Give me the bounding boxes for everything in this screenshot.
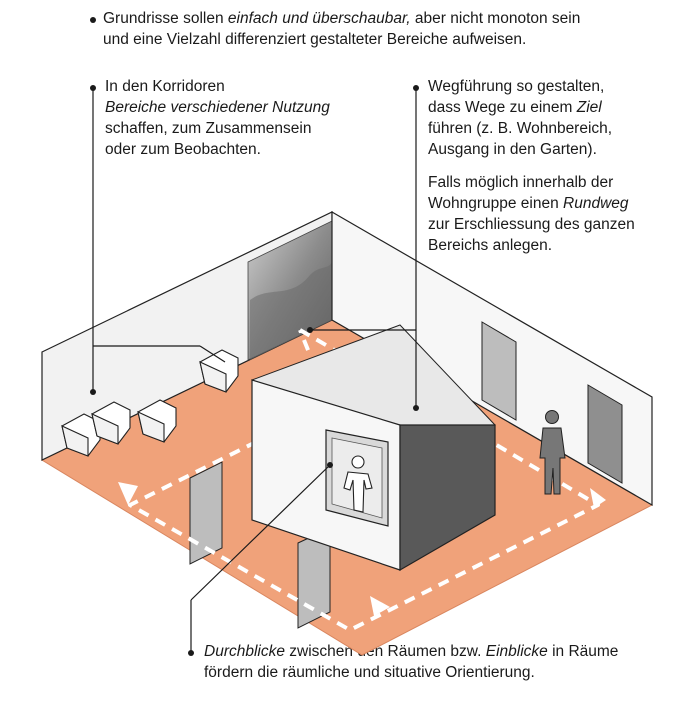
note-bottom-l2: fördern die räumliche und situative Orie… (204, 664, 535, 681)
route-arrow-right (590, 488, 606, 508)
note-right-p2l2b: Rundweg (563, 195, 629, 212)
person-in-window-icon (343, 455, 373, 513)
armchair-icon (91, 401, 131, 445)
note-right-p2l2a: Wohngruppe einen (428, 195, 564, 212)
note-right-l3: führen (z. B. Wohnbereich, (428, 120, 613, 137)
armchair-icon (137, 399, 177, 443)
note-right: Wegführung so gestalten, dass Wege zu ei… (428, 76, 678, 256)
door-right-1 (481, 321, 517, 421)
armchair-icon (61, 413, 101, 457)
door-right-2 (587, 384, 623, 484)
note-right-p2l4: Bereichs anlegen. (428, 237, 553, 254)
note-bottom: Durchblicke zwischen den Räumen bzw. Ein… (204, 641, 674, 683)
leader-lines (92, 88, 417, 653)
route-arrow-bottom (370, 596, 390, 616)
note-left-l4: oder zum Beobachten. (105, 141, 261, 158)
note-bottom-l1b: zwischen den Räumen bzw. (284, 643, 486, 660)
note-right-l4: Ausgang in den Garten). (428, 141, 597, 158)
note-right-p2l3: zur Erschliessung des ganzen (428, 216, 635, 233)
standing-person-icon (539, 410, 566, 495)
note-top-l2: und eine Vielzahl differenziert gestalte… (103, 31, 527, 48)
note-bottom-l1a: Durchblicke (204, 643, 285, 660)
mural-hills (250, 262, 332, 360)
note-right-l2a: dass Wege zu einem (428, 99, 577, 116)
route-arrow-left (118, 482, 138, 505)
note-left-l2: Bereiche verschiedener Nutzung (105, 99, 330, 116)
leader-dot (307, 327, 313, 333)
note-top-l1b: einfach und überschaubar, (227, 10, 411, 27)
leader-dot (413, 405, 419, 411)
note-top-l1a: Grundrisse sollen (103, 10, 228, 27)
door-front-1 (189, 461, 223, 565)
note-left: In den Korridoren Bereiche verschiedener… (105, 76, 385, 160)
note-right-p2l1: Falls möglich innerhalb der (428, 174, 614, 191)
note-left-l1: In den Korridoren (105, 78, 225, 95)
leader-dot (90, 389, 96, 395)
note-left-l3: schaffen, zum Zusammensein (105, 120, 312, 137)
bullet-top (90, 17, 96, 23)
note-top-l1c: aber nicht monoton sein (410, 10, 581, 27)
note-right-l1: Wegführung so gestalten, (428, 78, 605, 95)
note-bottom-l1c: Einblicke (485, 643, 548, 660)
note-bottom-l1d: in Räume (547, 643, 619, 660)
leader-dot (327, 462, 333, 468)
block-side (399, 424, 496, 572)
note-right-l2b: Ziel (576, 99, 602, 116)
note-top: Grundrisse sollen einfach und überschaub… (103, 8, 663, 50)
armchair-icon (199, 349, 239, 393)
